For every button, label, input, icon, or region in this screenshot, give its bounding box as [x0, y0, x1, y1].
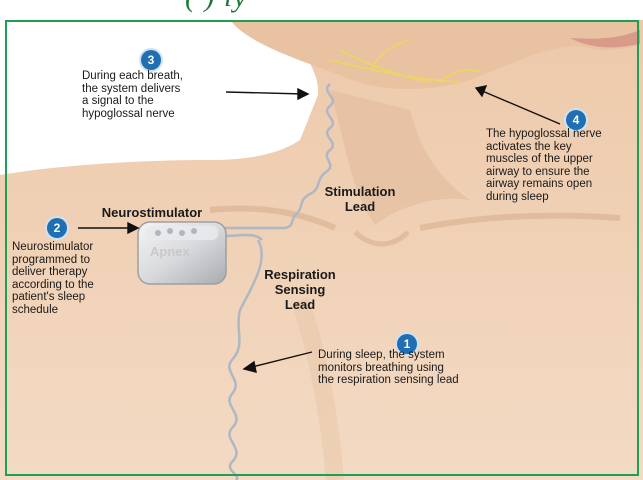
- callout-2-text: Neurostimulator programmed to deliver th…: [12, 241, 138, 316]
- arrow-3-head: [298, 89, 308, 99]
- neurostimulator-label: Neurostimulator: [82, 205, 222, 220]
- stimulation-lead-label: Stimulation Lead: [300, 184, 420, 214]
- callout-2-badge: 2: [47, 218, 67, 238]
- device-port: [191, 228, 197, 234]
- respiration-lead-label: Respiration Sensing Lead: [245, 267, 355, 312]
- callout-4-badge: 4: [566, 110, 586, 130]
- device-port: [179, 230, 185, 236]
- callout-3-text: During each breath, the system delivers …: [82, 70, 232, 120]
- callout-4-text: The hypoglossal nerve activates the key …: [486, 128, 643, 203]
- device-port: [155, 230, 161, 236]
- device-port: [167, 228, 173, 234]
- arrow-3: [226, 92, 304, 94]
- callout-3-badge: 3: [141, 50, 161, 70]
- callout-1-text: During sleep, the system monitors breath…: [318, 349, 528, 387]
- device-brand: Apnex: [150, 244, 190, 259]
- page-title: ( ) ly: [185, 0, 485, 10]
